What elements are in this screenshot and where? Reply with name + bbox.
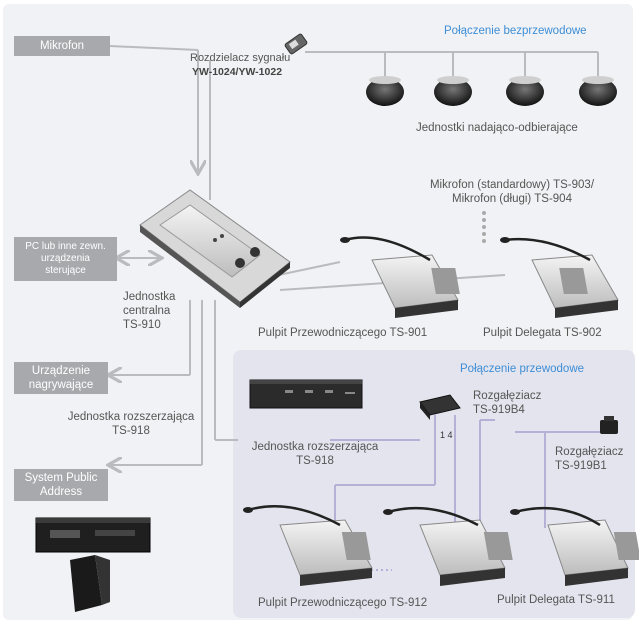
delegate-unit-911a-device: [383, 506, 513, 586]
delegate-unit-911b-device: [510, 506, 639, 586]
chair-unit-912-label: Pulpit Przewodniczącego TS-912: [258, 597, 428, 609]
chair-unit-901-device: [340, 236, 460, 318]
splitter-label: Rozdzielacz sygnału: [190, 52, 291, 64]
delegate-unit-902-device: [500, 237, 619, 318]
recorder-device: [35, 517, 151, 553]
port-label: 1 4: [440, 430, 453, 440]
more-units-dots: [482, 211, 486, 243]
speaker-device: [70, 555, 110, 612]
central-unit-device: [139, 189, 291, 308]
branch-919b4-device: [419, 394, 461, 420]
central-unit-label: Jednostka centralna TS-910: [123, 291, 176, 331]
branch-919b1-device: [600, 416, 618, 434]
splitter-model: YW-1024/YW-1022: [192, 66, 283, 78]
chair-unit-912-device: [243, 505, 373, 586]
recorder-tag: Urządzenie nagrywające: [14, 362, 108, 394]
chair-unit-901-label: Pulpit Przewodniczącego TS-901: [258, 327, 428, 339]
extension-unit-device: [249, 379, 363, 409]
wireless-title: Połączenie bezprzewodowe: [444, 25, 587, 37]
microphone-models-label: Mikrofon (standardowy) TS-903/ Mikrofon …: [429, 179, 595, 205]
signal-splitter-device: [284, 33, 308, 55]
extension-unit-left-label: Jednostka rozszerzająca TS-918: [67, 411, 195, 437]
wired-title: Połączenie przewodowe: [460, 363, 585, 375]
branch-919b1-label: Rozgałęziacz TS-919B1: [555, 446, 624, 472]
delegate-unit-911-label: Pulpit Delegata TS-911: [497, 594, 615, 606]
delegate-unit-902-label: Pulpit Delegata TS-902: [483, 327, 602, 339]
pc-tag: PC lub inne zewn. urządzenia sterujące: [14, 237, 117, 281]
transceivers-label: Jednostki nadająco-odbierające: [416, 122, 578, 134]
microphone-tag: Mikrofon: [14, 36, 110, 56]
branch-919b4-label: Rozgałęziacz TS-919B4: [473, 390, 542, 416]
pa-tag: System Public Address: [14, 469, 108, 501]
extension-unit-wired-label: Jednostka rozszerzająca TS-918: [251, 441, 379, 467]
mic-line: [109, 45, 199, 51]
transceiver-units: [366, 76, 617, 106]
